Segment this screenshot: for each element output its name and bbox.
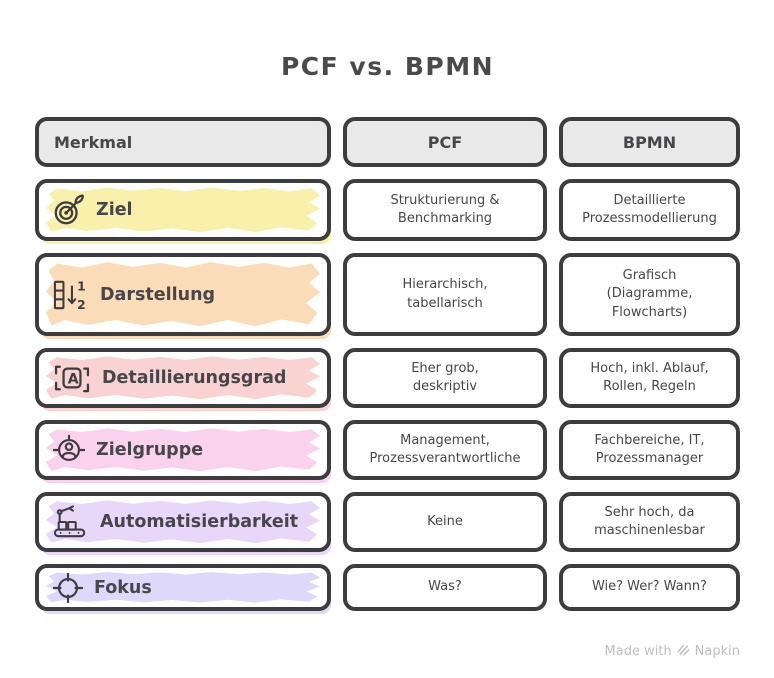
header-merkmal-label: Merkmal [54,132,133,152]
made-with-napkin-credit: Made with Napkin [605,643,740,660]
feature-cell-automatisierbarkeit: Automatisierbarkeit [35,492,331,552]
bpmn-value: Grafisch (Diagramme, Flowcharts) [606,268,693,320]
feature-label: Ziel [96,200,133,220]
letter-detail-icon: A [52,363,92,393]
bpmn-value: Wie? Wer? Wann? [591,579,708,595]
pcf-value: Management, Prozessverantwortliche [369,432,521,466]
page-title: PCF vs. BPMN [280,52,494,81]
pcf-value: Strukturierung & Benchmarking [390,192,500,226]
feature-label: Detaillierungsgrad [102,368,287,388]
bpmn-cell-ziel: Detaillierte Prozessmodellierung [559,179,740,241]
bpmn-cell-automatisierbarkeit: Sehr hoch, da maschinenlesbar [559,492,740,552]
napkin-brand-label: Napkin [694,644,740,659]
bpmn-cell-detaillierungsgrad: Hoch, inkl. Ablauf, Rollen, Regeln [559,348,740,408]
audience-target-icon [52,433,86,467]
feature-cell-detaillierungsgrad: A Detaillierungsgrad [35,348,331,408]
header-cell-pcf: PCF [343,117,547,167]
bpmn-cell-darstellung: Grafisch (Diagramme, Flowcharts) [559,253,740,336]
automation-robot-icon [52,505,90,539]
pcf-cell-fokus: Was? [343,564,547,611]
bpmn-value: Hoch, inkl. Ablauf, Rollen, Regeln [590,360,709,394]
highlight-marker [45,428,321,472]
header-cell-bpmn: BPMN [559,117,740,167]
feature-cell-fokus: Fokus [35,564,331,611]
bpmn-value: Fachbereiche, IT, Prozessmanager [594,432,705,466]
bpmn-cell-fokus: Wie? Wer? Wann? [559,564,740,611]
feature-cell-zielgruppe: Zielgruppe [35,420,331,480]
header-pcf-label: PCF [427,132,463,152]
sort-order-icon: 1 2 [52,278,90,312]
feature-label: Automatisierbarkeit [100,512,299,532]
target-arrow-icon [52,193,86,227]
feature-label: Fokus [94,577,152,598]
highlight-marker [45,356,321,400]
svg-text:1: 1 [77,279,86,293]
feature-label: Zielgruppe [96,440,204,460]
pcf-cell-darstellung: Hierarchisch, tabellarisch [343,253,547,336]
pcf-value: Was? [428,579,462,595]
feature-label: Darstellung [100,284,216,305]
highlight-marker [45,187,321,233]
header-cell-merkmal: Merkmal [35,117,331,167]
pcf-cell-detaillierungsgrad: Eher grob, deskriptiv [343,348,547,408]
highlight-marker [45,262,321,327]
svg-text:2: 2 [77,298,86,312]
bpmn-value: Sehr hoch, da maschinenlesbar [594,504,705,538]
comparison-table: Merkmal PCF BPMN Ziel Strukturierung & B… [35,117,740,611]
pcf-cell-zielgruppe: Management, Prozessverantwortliche [343,420,547,480]
pcf-cell-ziel: Strukturierung & Benchmarking [343,179,547,241]
highlight-marker [45,571,321,603]
bpmn-value: Detaillierte Prozessmodellierung [582,192,717,226]
bpmn-cell-zielgruppe: Fachbereiche, IT, Prozessmanager [559,420,740,480]
made-with-label: Made with [604,644,672,659]
pcf-cell-automatisierbarkeit: Keine [343,492,547,552]
feature-cell-darstellung: 1 2 Darstellung [35,253,331,336]
crosshair-icon [52,572,84,604]
napkin-logo-icon [677,643,690,660]
pcf-value: Hierarchisch, tabellarisch [402,277,488,311]
svg-text:A: A [68,372,79,388]
pcf-value: Eher grob, deskriptiv [411,360,479,394]
pcf-value: Keine [427,513,463,529]
feature-cell-ziel: Ziel [35,179,331,241]
highlight-marker [45,500,321,544]
header-bpmn-label: BPMN [622,132,677,152]
